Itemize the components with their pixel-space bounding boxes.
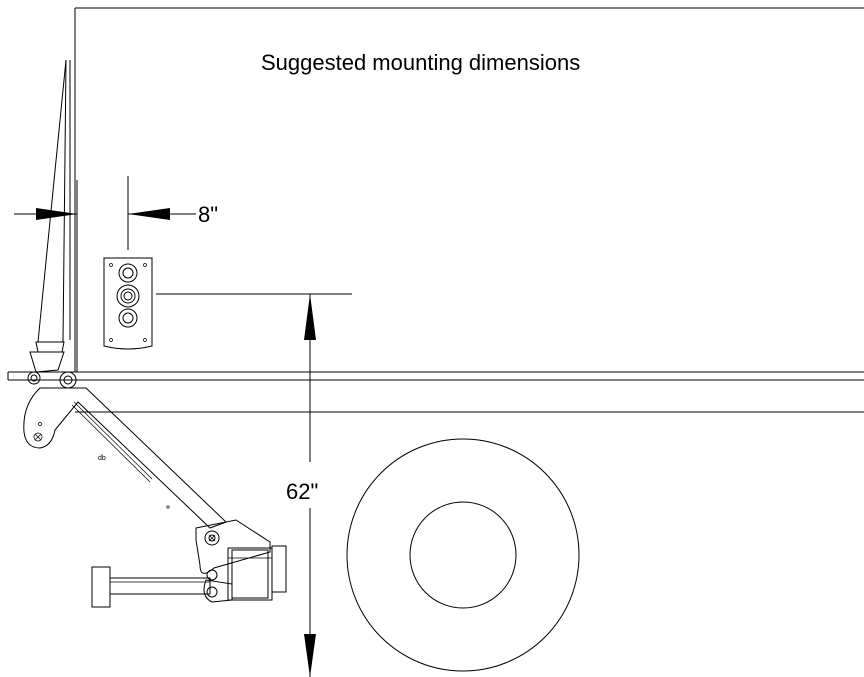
horizontal-dimension-label: 8" bbox=[198, 202, 218, 227]
mast-pole bbox=[27, 59, 77, 389]
vehicle-body-outline bbox=[7, 7, 864, 413]
articulated-arm: db bbox=[23, 387, 271, 603]
horizontal-dimension: 8" bbox=[14, 176, 218, 372]
spotlight-handle bbox=[91, 566, 211, 608]
diagram-title: Suggested mounting dimensions bbox=[261, 50, 580, 75]
light-head bbox=[227, 545, 287, 601]
control-pendant bbox=[103, 257, 153, 350]
vertical-dimension-label: 62" bbox=[286, 479, 318, 504]
svg-text:db: db bbox=[98, 455, 106, 462]
vertical-dimension: 62" bbox=[156, 293, 352, 677]
wheel bbox=[346, 438, 580, 672]
